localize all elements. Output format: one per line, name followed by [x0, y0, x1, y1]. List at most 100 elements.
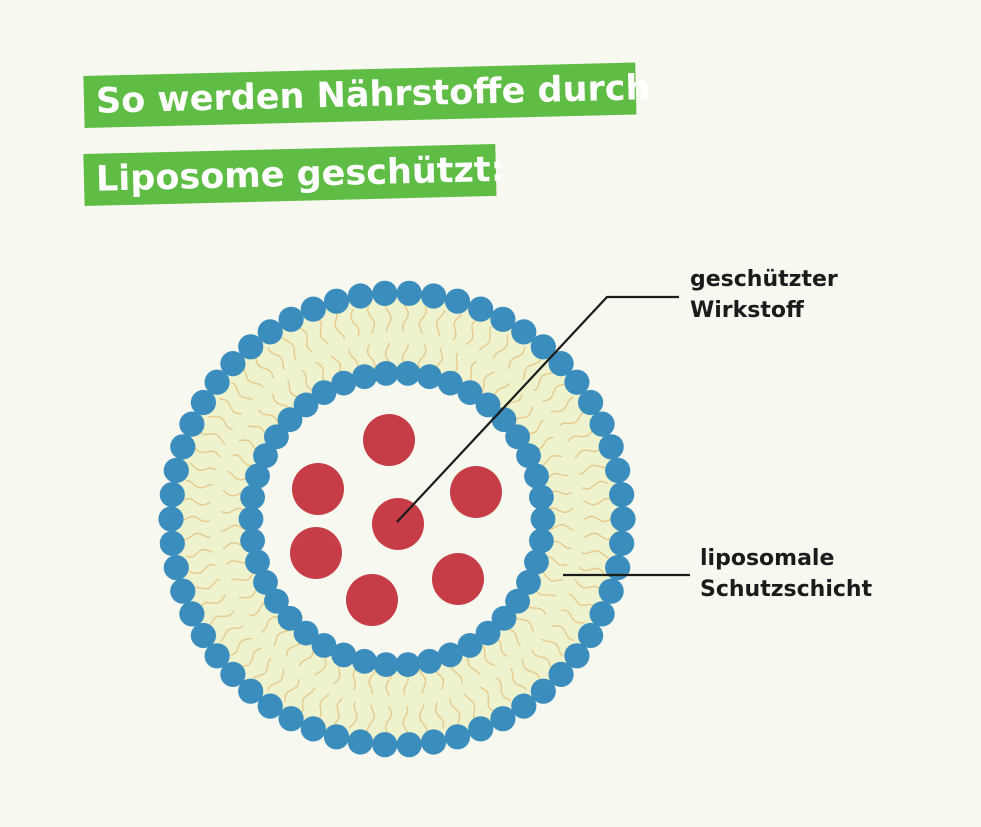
outer-lipid-head	[238, 334, 264, 360]
inner-lipid-head	[264, 588, 289, 614]
outer-lipid-head	[578, 622, 604, 649]
lipid-tail	[183, 497, 211, 506]
outer-lipid-head	[159, 482, 185, 508]
outer-lipid-head	[278, 706, 304, 732]
active-ingredient-particle	[290, 527, 342, 579]
inner-lipid-head	[505, 424, 530, 450]
label-wirkstoff-line-1: geschützter	[690, 267, 838, 292]
lipid-tail	[542, 383, 565, 402]
lipid-tail	[402, 706, 409, 734]
label-schutzschicht-line-2: Schutzschicht	[700, 577, 873, 602]
active-ingredient-particle	[363, 414, 415, 466]
lipid-tail	[255, 357, 274, 379]
inner-lipid-head	[516, 443, 541, 469]
outer-lipid-heads	[158, 280, 636, 758]
active-ingredient-particle	[372, 498, 424, 550]
outer-lipid-head	[300, 716, 326, 742]
lipid-tail	[200, 432, 226, 445]
leader-lines	[396, 295, 690, 577]
label-wirkstoff-line-2: Wirkstoff	[690, 298, 804, 323]
lipid-tail	[185, 479, 213, 489]
inner-lipid-head	[530, 506, 556, 532]
outer-lipid-head	[220, 351, 246, 377]
inner-lipid-head	[245, 549, 270, 575]
lipid-tail	[284, 678, 300, 703]
lipid-tail	[480, 686, 494, 712]
inner-lipid-head	[240, 528, 265, 554]
outer-lipid-head	[421, 729, 447, 755]
inner-lipid-head	[529, 484, 554, 510]
inner-lipid-head	[245, 463, 270, 489]
lipid-tail	[533, 371, 554, 392]
inner-lipid-head	[277, 605, 303, 631]
inner-lipid-head	[437, 370, 463, 396]
outer-lipid-head	[530, 334, 556, 360]
lipid-tail	[243, 368, 264, 388]
lipid-tail	[578, 566, 605, 574]
lipid-tail	[384, 706, 393, 734]
outer-lipid-head	[589, 601, 615, 627]
inner-lipid-head	[373, 361, 399, 386]
active-ingredient-particle	[432, 553, 484, 605]
lipid-tail	[417, 344, 427, 372]
lipid-tail	[419, 704, 428, 732]
lipid-tail	[479, 371, 495, 395]
outer-lipid-head	[159, 530, 185, 557]
lipid-tail	[452, 314, 462, 341]
outer-lipid-head	[170, 578, 196, 604]
outer-lipid-head	[190, 389, 216, 416]
inner-lipid-head	[240, 484, 265, 510]
outer-lipid-head	[468, 716, 494, 742]
lipid-tail	[183, 532, 211, 541]
active-ingredient-particle	[346, 574, 398, 626]
outer-lipid-head	[179, 411, 205, 437]
lipid-tail	[384, 304, 392, 332]
outer-lipid-head	[598, 578, 624, 604]
inner-lipid-head	[264, 424, 289, 450]
lipid-tail	[267, 668, 285, 691]
outer-lipid-head	[323, 288, 350, 314]
lipid-tail	[546, 507, 574, 514]
lipid-tail	[282, 337, 297, 361]
lipid-tail	[581, 549, 609, 559]
inner-lipid-head	[373, 652, 399, 677]
outer-lipid-head	[468, 296, 494, 322]
inner-lipid-head	[475, 392, 501, 418]
inner-lipid-head	[293, 392, 319, 418]
outer-lipid-head	[396, 280, 422, 306]
lipid-tail	[418, 306, 427, 334]
lipid-tail	[299, 327, 313, 353]
lipid-tail	[435, 309, 446, 337]
outer-lipid-head	[605, 457, 631, 483]
outer-lipid-head	[578, 389, 604, 416]
outer-lipid-head	[257, 693, 283, 719]
inner-lipid-head	[331, 370, 357, 396]
outer-lipid-head	[372, 732, 398, 758]
lipid-tail	[541, 638, 563, 657]
lipid-tail	[434, 701, 445, 729]
lipid-tail	[366, 344, 376, 372]
inner-lipid-head	[457, 380, 483, 405]
lipid-tail	[521, 658, 541, 680]
lipid-tail	[318, 319, 330, 345]
lipid-tail	[531, 649, 552, 669]
lipid-tail	[301, 687, 316, 712]
outer-lipid-head	[300, 296, 326, 322]
lipid-tail	[578, 464, 606, 475]
outer-lipid-head	[220, 661, 246, 688]
lipid-tail	[182, 515, 210, 523]
lipid-tail	[231, 382, 253, 400]
outer-lipid-head	[421, 283, 447, 309]
outer-lipid-head	[610, 506, 636, 532]
outer-lipid-head	[548, 351, 574, 377]
lipid-tail	[510, 667, 527, 691]
lipid-tail	[583, 532, 611, 541]
lipid-tail	[267, 347, 285, 370]
inner-lipid-head	[457, 633, 483, 658]
lipid-tail	[253, 657, 272, 679]
lipid-tail	[493, 335, 509, 359]
lipid-tail	[219, 398, 242, 415]
active-ingredient-particle	[292, 463, 344, 515]
outer-lipid-head	[396, 732, 422, 758]
lipid-tail	[522, 359, 541, 381]
